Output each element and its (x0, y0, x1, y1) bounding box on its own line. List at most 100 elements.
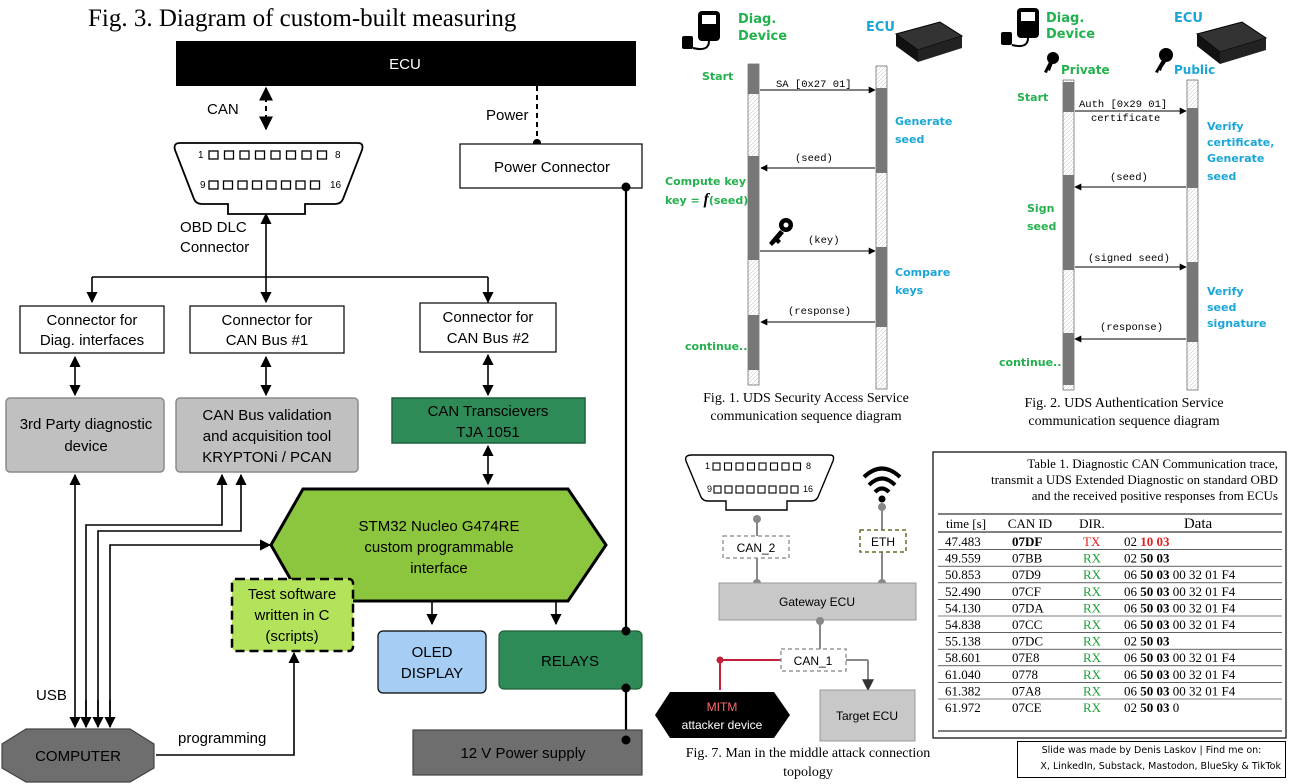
table-header: Data (1184, 516, 1213, 532)
svg-text:Device: Device (1046, 27, 1095, 42)
fig7-mitm-topology: 1 8 9 16 CAN_2 ETH Gateway ECU (655, 454, 931, 780)
svg-text:3rd Party diagnostic: 3rd Party diagnostic (20, 416, 153, 433)
svg-text:seed: seed (1027, 220, 1056, 233)
cell-time: 50.853 (945, 567, 981, 582)
cell-dir: RX (1083, 617, 1102, 632)
cell-data: 06 50 03 00 32 01 F4 (1124, 600, 1236, 615)
cell-dir: RX (1083, 567, 1102, 582)
wifi-icon (862, 466, 902, 503)
svg-text:custom programmable: custom programmable (364, 539, 513, 556)
svg-text:Fig. 1. UDS Security Access Se: Fig. 1. UDS Security Access Service (703, 391, 909, 406)
svg-text:CAN_2: CAN_2 (737, 541, 776, 555)
table1-can-trace: Table 1. Diagnostic CAN Communication tr… (932, 451, 1287, 739)
cell-time: 54.838 (945, 617, 981, 632)
svg-text:8: 8 (335, 150, 341, 161)
power-supply-box (412, 729, 643, 776)
table-header: DIR. (1079, 516, 1105, 531)
svg-text:Diag.: Diag. (738, 12, 776, 27)
cell-can-id: 07E8 (1012, 650, 1039, 665)
cell-time: 47.483 (945, 534, 981, 549)
cell-can-id: 07DF (1012, 534, 1042, 549)
cell-can-id: 07A8 (1012, 683, 1041, 698)
svg-text:ECU: ECU (1174, 11, 1203, 26)
cell-time: 52.490 (945, 584, 981, 599)
svg-text:key = f(seed): key = f(seed) (665, 191, 748, 208)
svg-text:9: 9 (707, 484, 712, 494)
can1-label-box (780, 648, 847, 672)
cell-time: 61.382 (945, 683, 981, 698)
cell-time: 55.138 (945, 634, 981, 649)
svg-text:topology: topology (783, 765, 833, 780)
svg-text:seed: seed (1207, 170, 1236, 183)
power-connector-label: Power Connector (494, 159, 610, 176)
svg-text:seed: seed (1207, 301, 1236, 314)
svg-text:continue..: continue.. (685, 340, 747, 353)
svg-text:CAN Transcievers: CAN Transcievers (428, 403, 549, 420)
svg-text:(signed seed): (signed seed) (1088, 253, 1170, 265)
svg-text:Verify: Verify (1207, 285, 1244, 298)
svg-text:Sign: Sign (1027, 202, 1054, 215)
eth-label-box (859, 529, 907, 553)
cell-data: 06 50 03 00 32 01 F4 (1124, 584, 1236, 599)
ecu-bar (176, 41, 636, 86)
cell-data: 02 50 03 (1124, 634, 1170, 649)
svg-text:interface: interface (410, 560, 468, 577)
svg-text:(response): (response) (788, 306, 851, 318)
cell-can-id: 07CE (1012, 700, 1042, 715)
svg-text:Connector for: Connector for (443, 309, 534, 326)
canbus-tool-box (175, 397, 359, 473)
svg-text:(response): (response) (1100, 322, 1163, 334)
svg-text:(key): (key) (808, 235, 840, 247)
can-label: CAN (207, 101, 239, 118)
cell-time: 61.972 (945, 700, 981, 715)
cell-time: 61.040 (945, 667, 981, 682)
cell-can-id: 07CC (1012, 617, 1042, 632)
svg-text:communication sequence diagram: communication sequence diagram (710, 409, 901, 424)
svg-text:Private: Private (1061, 63, 1110, 77)
main-figure: Fig. 3. Diagram of custom-built measurin… (1, 5, 643, 783)
table-title-line1: Table 1. Diagnostic CAN Communication tr… (1027, 456, 1278, 471)
obd-connector-icon: 1 8 9 16 (173, 142, 364, 215)
obd-connector-icon: 1 8 9 16 (684, 454, 835, 511)
third-party-device-box (5, 397, 165, 473)
table-title-line2: transmit a UDS Extended Diagnostic on st… (991, 472, 1278, 487)
svg-text:Generate: Generate (895, 115, 952, 128)
svg-text:Compare: Compare (895, 266, 950, 279)
cell-dir: RX (1083, 584, 1102, 599)
credit-box: Slide was made by Denis Laskov | Find me… (1017, 741, 1286, 778)
table-header: CAN ID (1008, 516, 1052, 531)
cell-dir: RX (1083, 700, 1102, 715)
cell-can-id: 07BB (1012, 551, 1043, 566)
svg-text:CAN Bus #1: CAN Bus #1 (226, 332, 309, 349)
svg-text:Gateway ECU: Gateway ECU (779, 595, 855, 609)
svg-text:RELAYS: RELAYS (541, 653, 599, 670)
svg-text:Fig. 7. Man in the middle atta: Fig. 7. Man in the middle attack connect… (686, 746, 931, 761)
svg-text:Start: Start (702, 70, 733, 83)
svg-text:Test software: Test software (248, 586, 336, 603)
gateway-ecu-box (718, 582, 917, 621)
svg-text:MITM: MITM (707, 700, 738, 714)
svg-text:certificate: certificate (1091, 113, 1160, 125)
svg-text:keys: keys (895, 284, 924, 297)
svg-text:ETH: ETH (871, 535, 895, 549)
public-key-icon (1155, 48, 1173, 73)
cell-can-id: 07DA (1012, 600, 1044, 615)
ecu-bar-label: ECU (389, 56, 421, 73)
svg-text:CAN Bus #2: CAN Bus #2 (447, 330, 530, 347)
cell-time: 54.130 (945, 600, 981, 615)
svg-text:1: 1 (705, 461, 710, 471)
cell-data: 06 50 03 00 32 01 F4 (1124, 567, 1236, 582)
cell-time: 58.601 (945, 650, 981, 665)
test-software-box (230, 577, 355, 653)
cell-time: 49.559 (945, 551, 981, 566)
cell-data: 06 50 03 00 32 01 F4 (1124, 667, 1236, 682)
svg-text:TJA 1051: TJA 1051 (456, 424, 519, 441)
